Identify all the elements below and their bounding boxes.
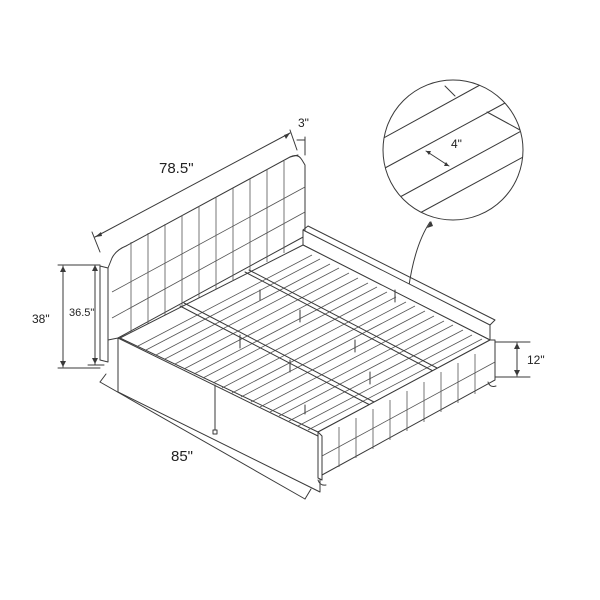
headboard-height-label: 36.5" [69,307,95,319]
headboard-width-label: 78.5" [159,160,194,177]
headboard [99,154,306,363]
overall-height-label: 38" [32,312,50,326]
headboard-thickness-label: 3" [298,116,309,130]
side-rail-height-label: 12" [527,353,545,367]
dimension-lines [57,129,531,500]
slat-width-label: 4" [451,137,462,151]
left-side-rail [117,337,321,493]
footboard [317,339,497,486]
bed-length-label: 85" [171,448,194,465]
